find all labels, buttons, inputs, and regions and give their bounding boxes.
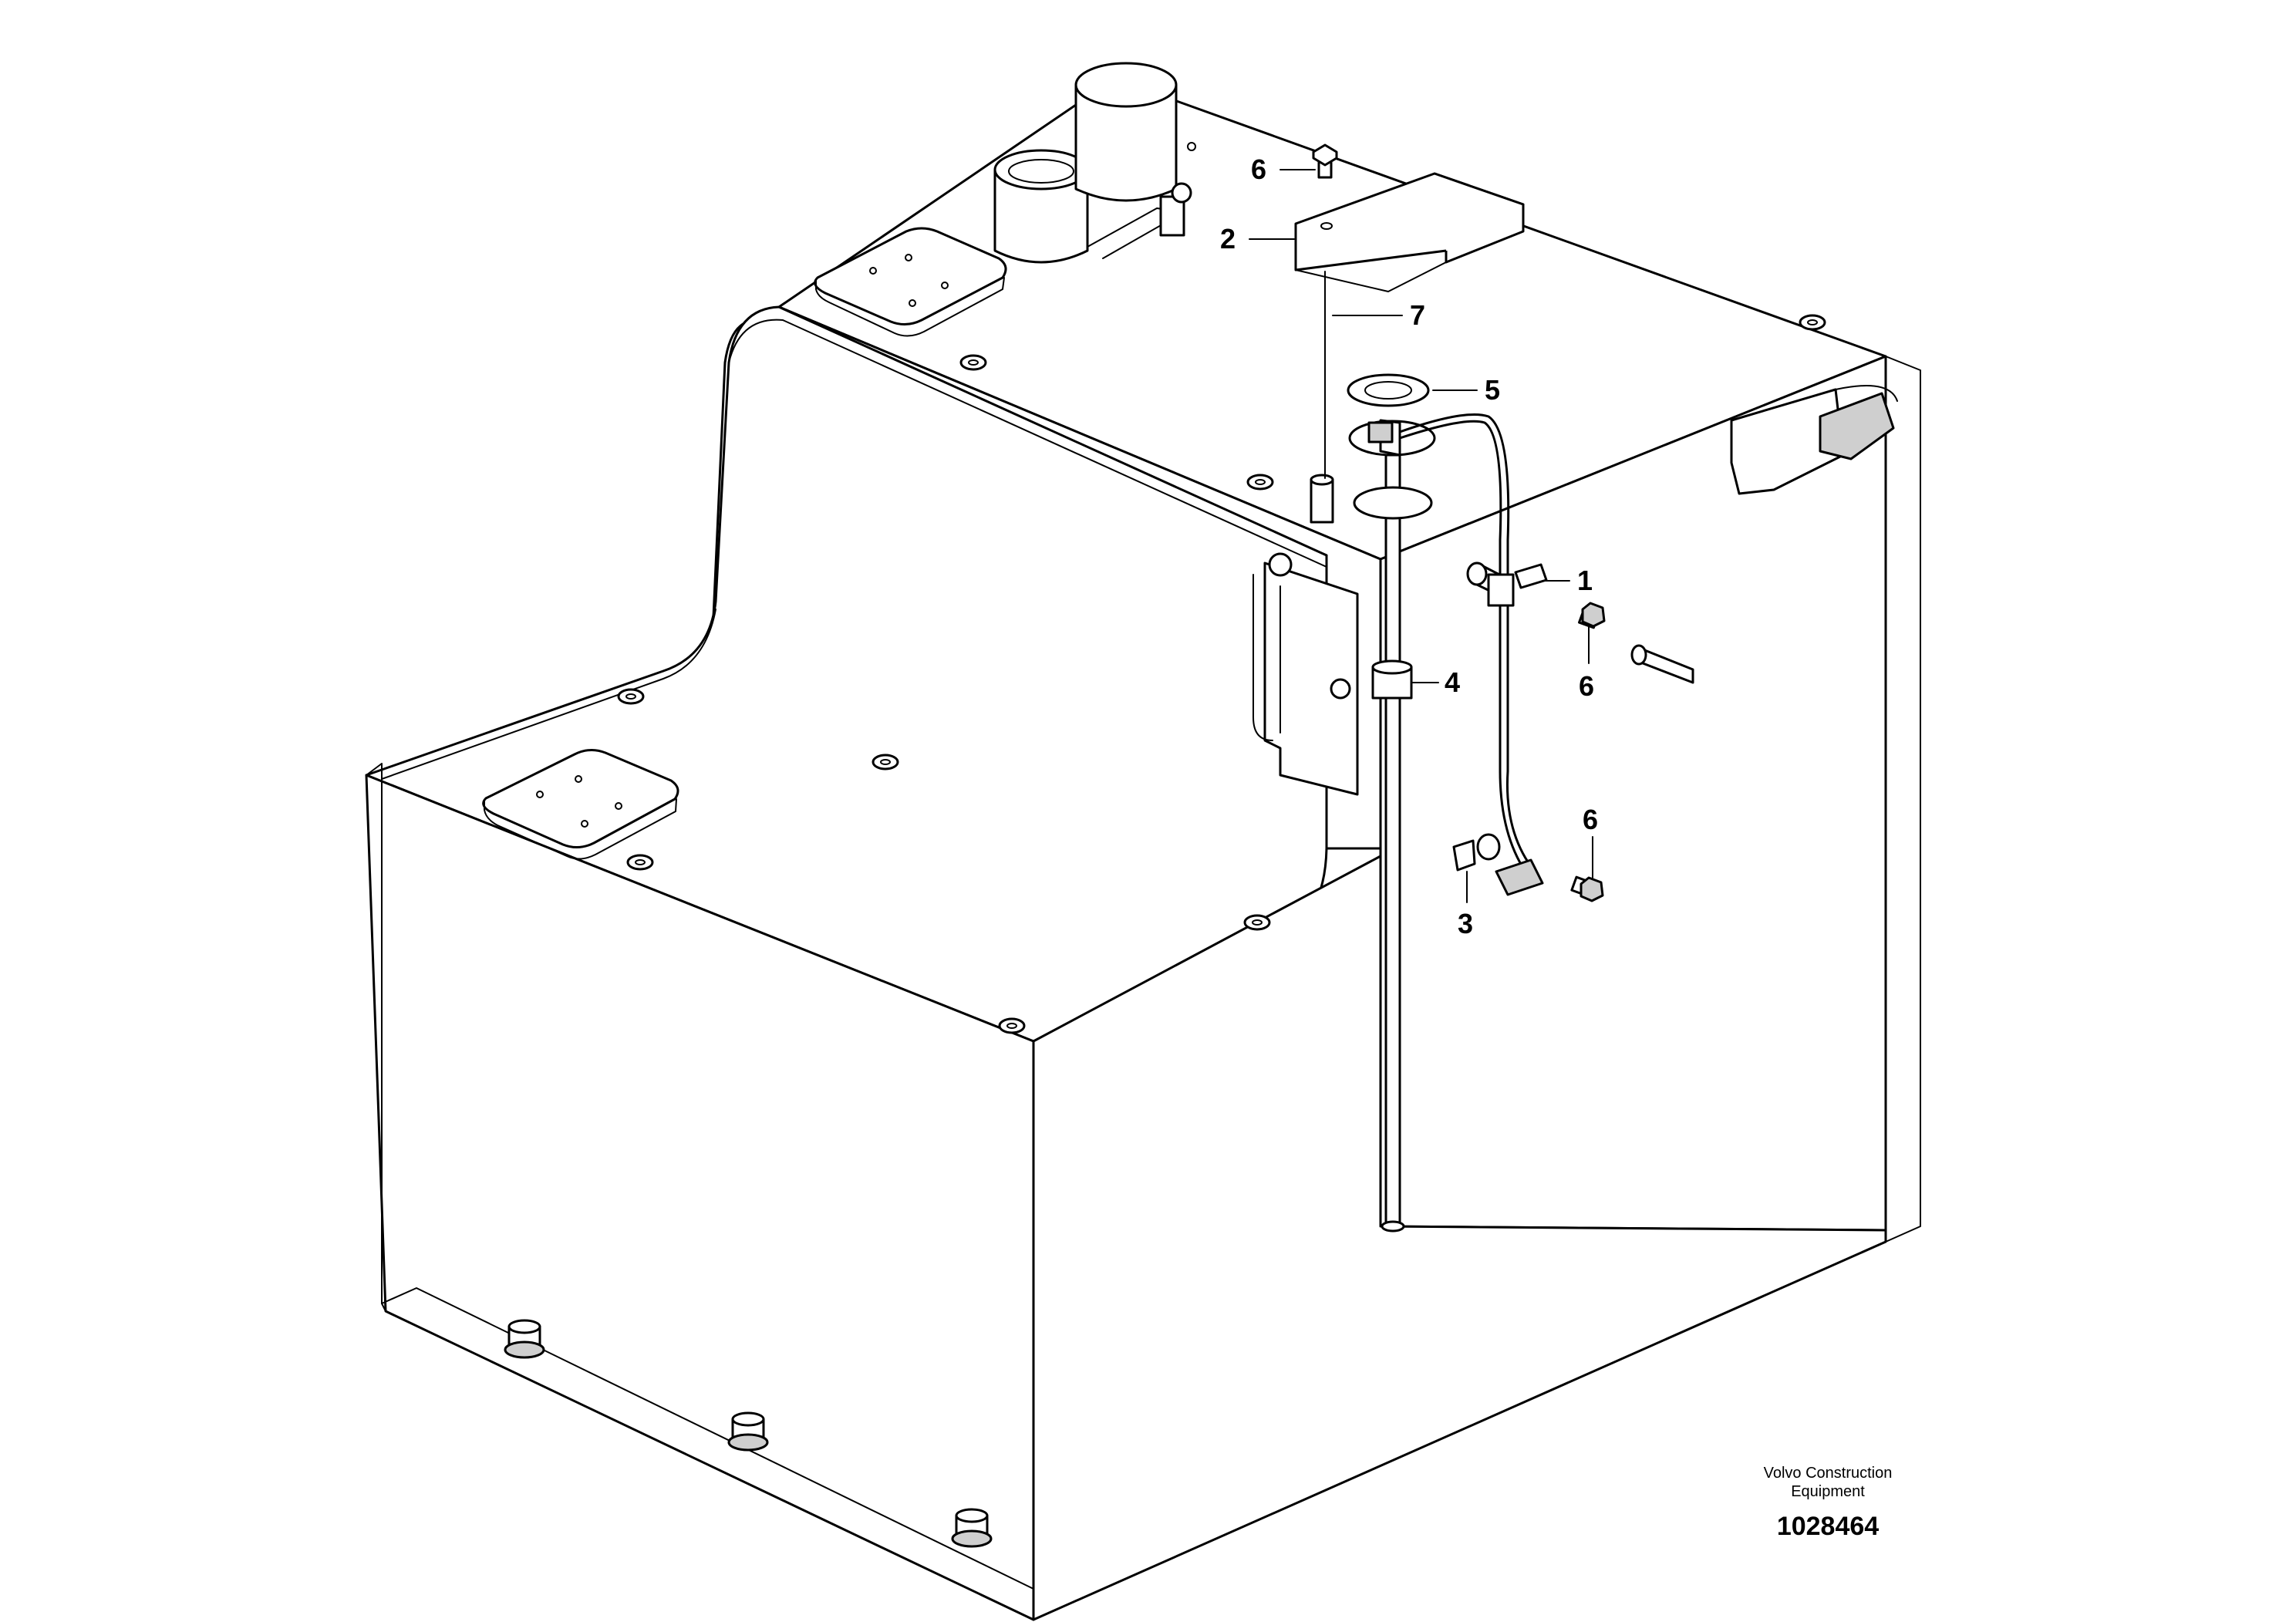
callout-4: 4: [1445, 666, 1460, 698]
callout-2: 2: [1220, 223, 1236, 255]
brand-block: Volvo Construction Equipment 1028464: [1764, 1465, 1893, 1541]
callout-3: 3: [1458, 908, 1473, 939]
screw-top: [1312, 143, 1338, 179]
callout-6-mid: 6: [1579, 670, 1594, 702]
callout-labels: 6 2 7 5 4 1 6 6 3: [1220, 153, 1598, 939]
bolts-6: [1570, 602, 1606, 902]
fuel-sensor-part: [1347, 373, 1544, 1233]
clamp-part-4: [1371, 659, 1413, 700]
mounting-feet: [504, 1319, 993, 1548]
washers: [617, 314, 1826, 1034]
brand-line-2: Equipment: [1791, 1483, 1865, 1500]
callout-1: 1: [1577, 565, 1593, 596]
callout-7: 7: [1410, 299, 1425, 331]
callout-5: 5: [1485, 374, 1500, 406]
leader-lines: [1249, 169, 1593, 903]
clip-part-3: [1452, 839, 1476, 872]
vent-bracket: [1730, 385, 1898, 495]
access-plate-upper: [814, 227, 1007, 337]
document-number: 1028464: [1777, 1512, 1879, 1541]
cover-plate-part: [1294, 172, 1525, 479]
filler-necks: [993, 62, 1196, 264]
tank-body: [365, 77, 1921, 1621]
access-plate-lower: [482, 749, 679, 860]
callout-6-low: 6: [1583, 804, 1598, 835]
spacer-post: [1310, 474, 1334, 524]
brand-line-1: Volvo Construction: [1764, 1465, 1893, 1482]
tank-details: [482, 62, 1898, 1548]
callout-6-top: 6: [1251, 153, 1266, 185]
hinge-bracket: [1253, 552, 1359, 796]
